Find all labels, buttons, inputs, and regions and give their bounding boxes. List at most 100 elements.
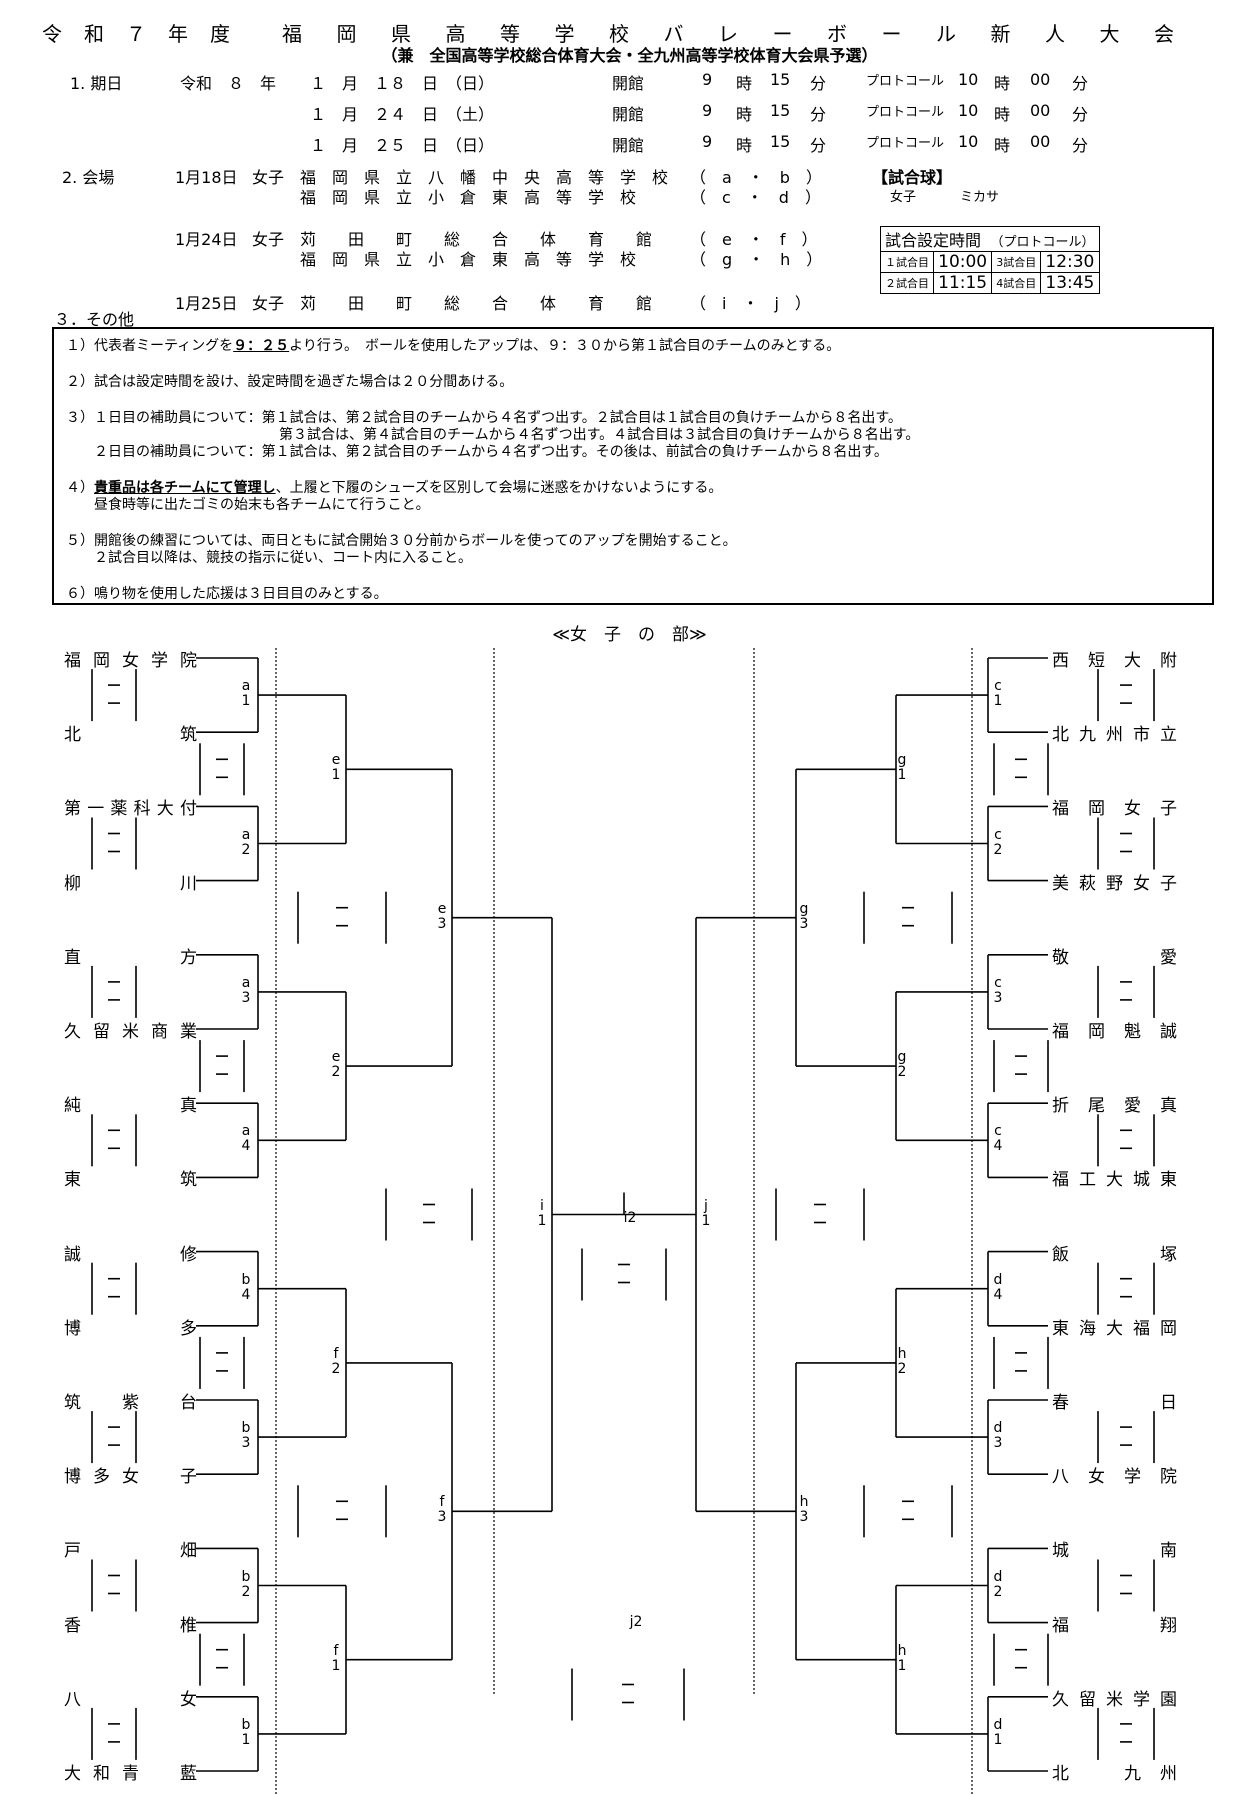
match-label-part: f — [439, 1494, 445, 1511]
team-char: 北 — [1052, 725, 1069, 746]
open-minute: 15 — [770, 132, 791, 151]
note-2: ２）試合は設定時間を設け、設定時間を過ぎた場合は２０分間あける。 — [66, 374, 514, 390]
team-char: 院 — [180, 651, 197, 671]
protocol-label: プロトコール — [866, 136, 945, 151]
match-label-part: j — [704, 1197, 708, 1214]
team-char: 八 — [64, 1689, 81, 1710]
team-char: 久 — [1052, 1689, 1069, 1710]
note-4b: 昼食時等に出たゴミの始末も各チームにて行うこと。 — [94, 497, 430, 513]
match-label-part: 3 — [437, 915, 447, 932]
match-label-part: e — [331, 752, 341, 769]
title-char: ７ — [126, 22, 146, 46]
match-label-part: g — [799, 900, 809, 917]
title-char: 福 — [282, 22, 302, 46]
team-char: 藍 — [180, 1764, 197, 1784]
title-char: 和 — [84, 22, 104, 46]
team-char: 大 — [64, 1764, 81, 1784]
ball-maker: ミカサ — [960, 190, 1000, 205]
team-char: 純 — [64, 1096, 81, 1117]
match-label-part: a — [241, 678, 251, 695]
match-label-part: 4 — [993, 1138, 1003, 1155]
hour-unit: 時 — [736, 74, 753, 93]
match-label-part: c — [994, 826, 1002, 843]
note-1: １）代表者ミーティングを９：２５より行う。 ボールを使用したアップは、９：３０か… — [66, 338, 841, 354]
team-char: 折 — [1052, 1096, 1069, 1117]
match-label-part: e — [331, 1049, 341, 1066]
team-char: 岡 — [1088, 1022, 1105, 1042]
match-label-part: a — [241, 1123, 251, 1140]
match-label-part: 3 — [799, 915, 809, 932]
match-label-part: 1 — [241, 693, 251, 710]
team-char: 留 — [93, 1022, 110, 1042]
venue-day: 1月18日 — [175, 168, 238, 187]
match-label-part: f — [333, 1642, 339, 1659]
match-label-part: d — [993, 1420, 1003, 1437]
other-heading: ３．その他 — [54, 310, 135, 329]
hour-unit: 時 — [736, 136, 753, 155]
team-char: 愛 — [1124, 1096, 1141, 1117]
minute-unit: 分 — [1072, 74, 1089, 93]
team-char: 岡 — [1160, 1318, 1177, 1339]
team-char: 北 — [1052, 1764, 1069, 1784]
match-label-part: c — [994, 974, 1002, 991]
match-label-part: 4 — [993, 1286, 1003, 1303]
match-label-part: 3 — [993, 1435, 1003, 1452]
team-char: 博 — [64, 1318, 81, 1339]
open-minute: 15 — [770, 101, 791, 120]
team-char: 子 — [180, 1467, 197, 1488]
match-label-part: 2 — [993, 841, 1003, 858]
match-label-part: 1 — [331, 1657, 341, 1674]
match-label-part: a — [241, 826, 251, 843]
team-char: 筑 — [180, 1170, 197, 1191]
team-char: 岡 — [93, 651, 110, 671]
ball-label: 【試合球】 — [872, 168, 953, 187]
match-label-part: 1 — [993, 693, 1003, 710]
title-char: ー — [772, 22, 793, 46]
match-label-part: 2 — [897, 1064, 907, 1081]
match-label-j2: j2 — [629, 1613, 643, 1630]
team-char: 附 — [1160, 651, 1177, 671]
schedule-date: １ 月 ２４ 日 （土） — [310, 105, 495, 124]
title-char: 新 — [990, 22, 1011, 46]
venue-name: 苅 田 町 総 合 体 育 館 — [300, 294, 653, 313]
team-char: 学 — [151, 651, 168, 671]
team-char: 直 — [64, 947, 81, 968]
team-char: 福 — [1052, 1022, 1069, 1042]
title-char: 会 — [1154, 22, 1174, 46]
venue-day: 1月25日 — [175, 294, 238, 313]
open-label: 開館 — [612, 74, 645, 93]
match-label-part: d — [993, 1716, 1003, 1733]
team-char: 野 — [1106, 873, 1123, 894]
minute-unit: 分 — [810, 105, 827, 124]
team-char: 和 — [93, 1764, 110, 1784]
team-char: 短 — [1088, 651, 1105, 671]
venue-courts: （ a ・ b ） — [690, 168, 822, 187]
team-char: 女 — [1133, 873, 1150, 894]
team-char: 美 — [1052, 873, 1069, 894]
match-label-part: 3 — [799, 1509, 809, 1526]
team-char: 子 — [1160, 799, 1177, 820]
venue-courts: （ c ・ d ） — [690, 188, 821, 207]
team-char: 大 — [1106, 1170, 1123, 1191]
protocol-label: プロトコール — [866, 105, 945, 120]
team-char: 九 — [1124, 1764, 1141, 1784]
venue-heading: 2. 会場 — [62, 168, 115, 187]
match-label-part: b — [241, 1568, 251, 1585]
open-hour: 9 — [702, 132, 713, 151]
match-label-part: 2 — [993, 1583, 1003, 1600]
match-label-part: 4 — [241, 1286, 251, 1303]
venue-gender: 女子 — [252, 230, 285, 249]
venue-courts: （ g ・ h ） — [690, 250, 823, 269]
